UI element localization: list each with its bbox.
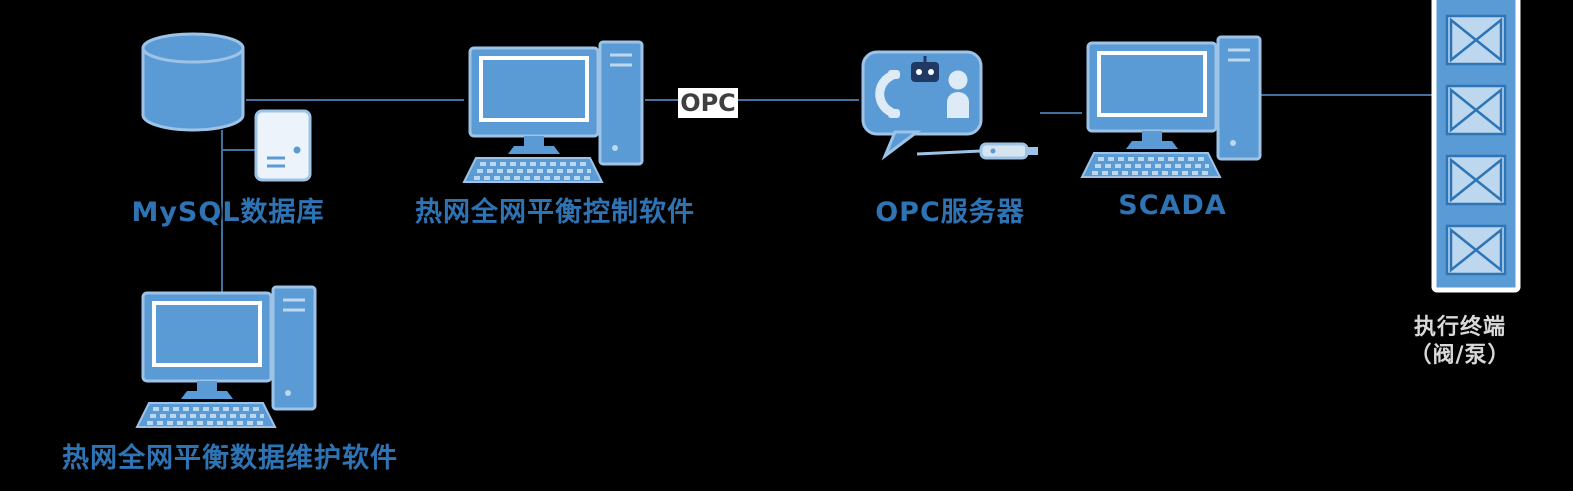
- server-box-icon: [254, 109, 312, 182]
- edge-control-to-opcserver: [645, 99, 859, 101]
- workstation-icon: [462, 40, 644, 183]
- node-maintenance-software: [135, 285, 320, 430]
- node-terminal-rack: [1430, 0, 1522, 296]
- scada-workstation-icon: [1080, 35, 1262, 178]
- control-software-label: 热网全网平衡控制软件: [415, 197, 695, 228]
- edge-opcserver-to-scada: [1040, 112, 1082, 114]
- edge-mysql-to-maintenance: [221, 130, 223, 308]
- maintenance-workstation-icon: [135, 285, 317, 428]
- node-mysql-server-box: [253, 108, 313, 183]
- node-scada: [1080, 35, 1265, 180]
- valve-rack-icon: [1431, 0, 1521, 293]
- edge-mysql-to-control: [246, 99, 464, 101]
- edge-mysql-to-server-box: [222, 149, 258, 151]
- node-mysql-database: [138, 30, 248, 135]
- opc-server-icon: [861, 50, 1038, 161]
- node-control-software: [462, 40, 647, 185]
- maintenance-software-label: 热网全网平衡数据维护软件: [62, 443, 398, 474]
- database-cylinder-icon: [141, 32, 245, 132]
- terminal-label: 执行终端 （阀/泵）: [1390, 314, 1530, 369]
- mysql-label: MySQL数据库: [131, 197, 325, 228]
- terminal-label-line2: （阀/泵）: [1409, 342, 1511, 368]
- terminal-label-line1: 执行终端: [1413, 315, 1506, 340]
- opc-server-label: OPC服务器: [875, 197, 1025, 228]
- node-opc-server: [855, 50, 1045, 175]
- scada-label: SCADA: [1118, 190, 1227, 221]
- opc-link-label: OPC: [678, 88, 738, 118]
- edge-scada-to-terminal: [1260, 94, 1432, 96]
